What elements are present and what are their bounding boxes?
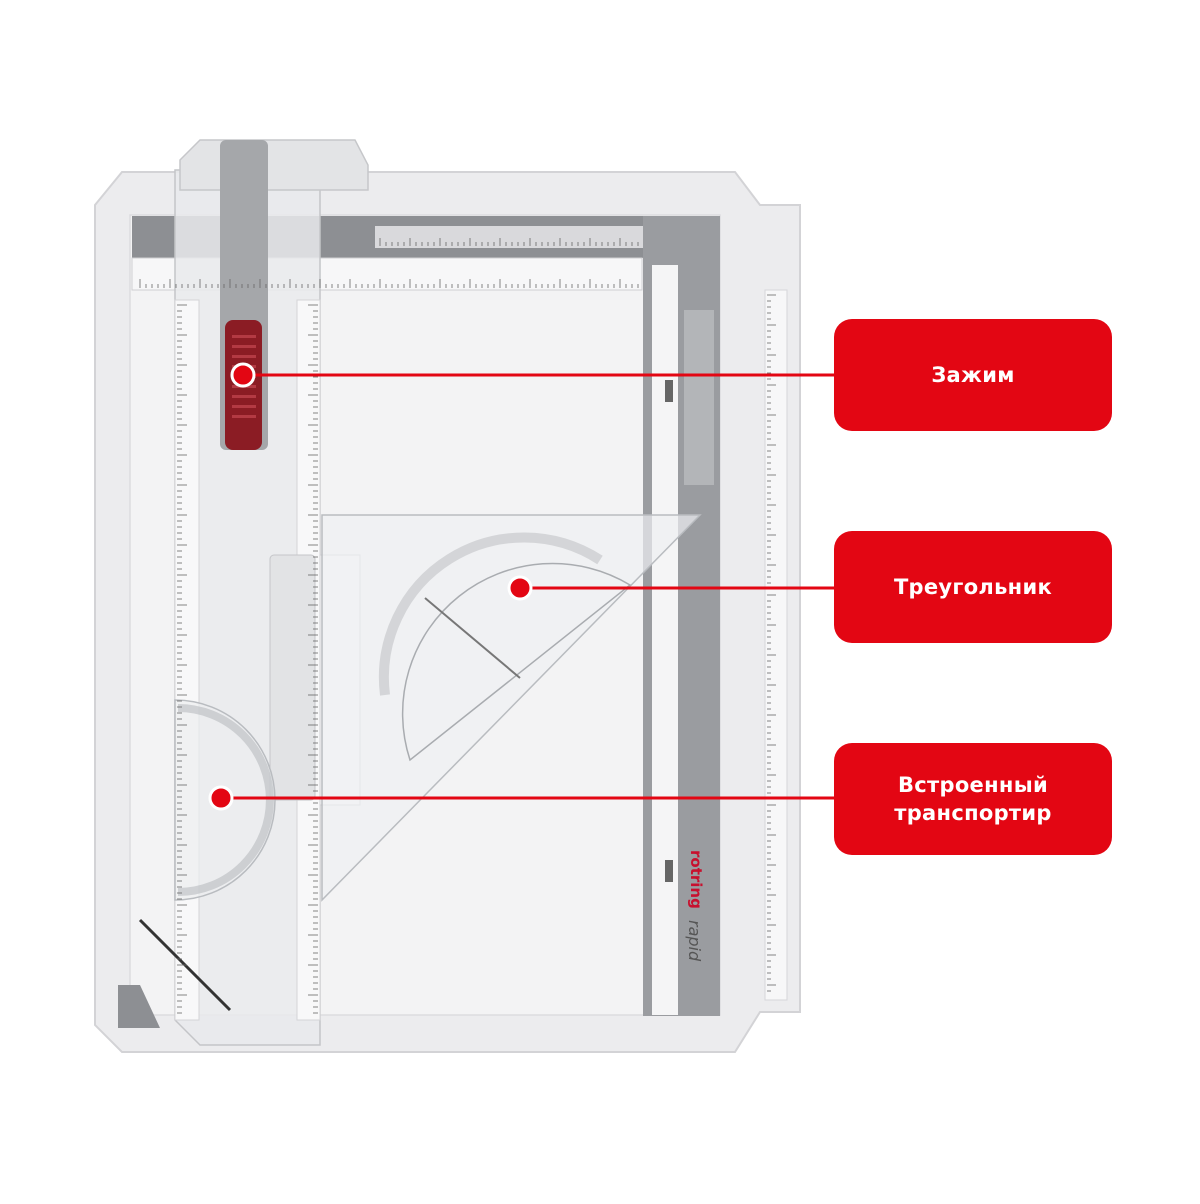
triangle-hairline (424, 597, 521, 679)
right-rail-inner (652, 265, 678, 1015)
scale-ticks (139, 238, 776, 1014)
triangle-protractor (401, 562, 632, 762)
callout-connectors (221, 373, 834, 800)
callout-clamp: Зажим (834, 319, 1112, 431)
callout-triangle: Треугольник (834, 531, 1112, 643)
built-in-protractor-arc (177, 704, 274, 896)
triangle-protractor-arc (378, 532, 603, 696)
parallel-ruler-scale-left (174, 299, 200, 1021)
model-name: rapid (685, 920, 704, 962)
marker-triangle (507, 575, 533, 601)
corner-guide (118, 985, 160, 1028)
rail-stop-top (665, 380, 673, 402)
set-square (321, 514, 702, 902)
marker-clamp (230, 362, 256, 388)
ruler-head (179, 139, 369, 191)
callout-markers (208, 362, 533, 811)
right-rail-grip (684, 310, 714, 485)
top-rail-scale (375, 226, 645, 248)
ruler-slider (269, 554, 316, 801)
marker-protractor (208, 785, 234, 811)
right-scale (764, 289, 788, 1001)
rail-stop-bottom (665, 860, 673, 882)
callout-protractor: Встроенный транспортир (834, 743, 1112, 855)
brand-logo: rotring (687, 850, 705, 909)
